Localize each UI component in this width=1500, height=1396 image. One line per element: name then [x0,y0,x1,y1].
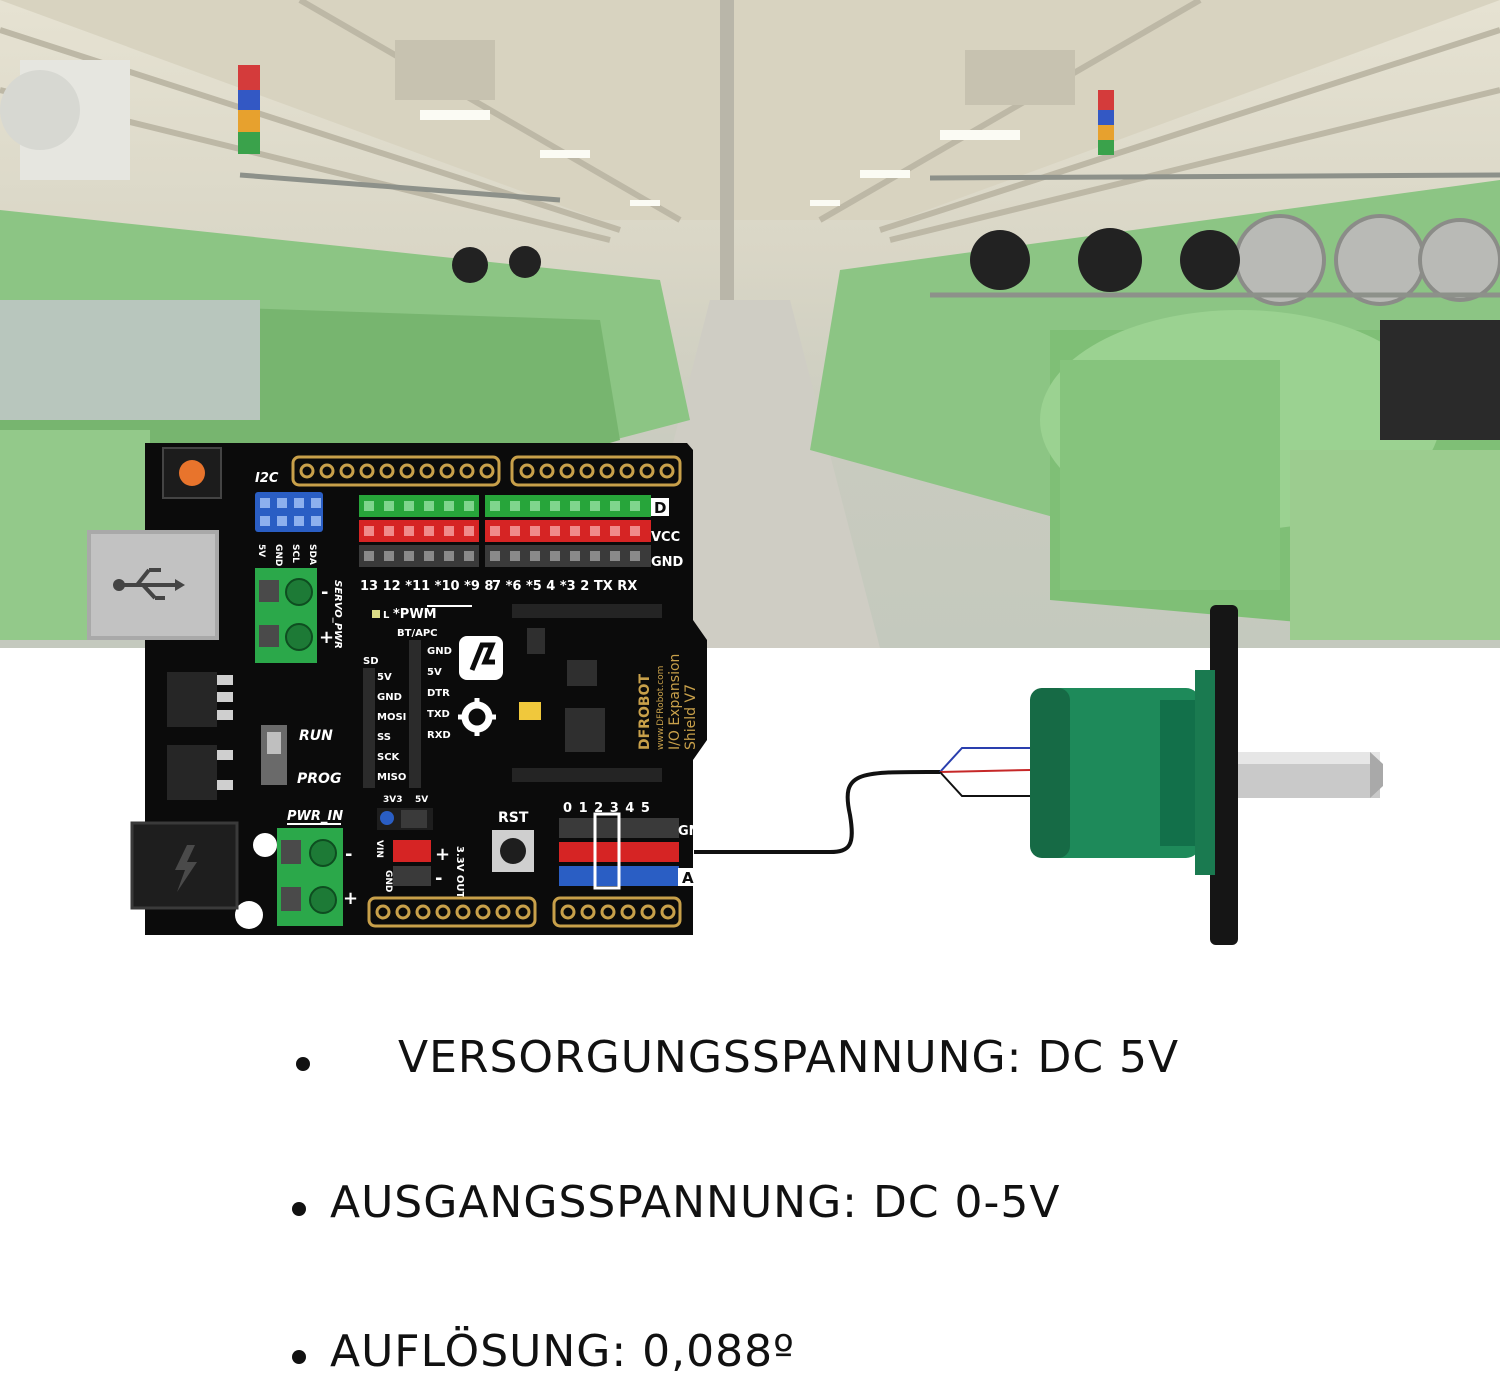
bullet-icon [292,1202,306,1216]
sd-pin-gnd: GND [377,692,402,703]
label-pwr-in: PWR_IN [287,809,343,824]
sd-pin-ss: SS [377,732,391,743]
spec-list: VERSORGUNGSSPANNUNG: DC 5V AUSGANGSSPANN… [0,990,1500,1382]
rst-button[interactable] [492,830,534,872]
label-vcc: VCC [651,530,680,545]
analog-pin-labels: 0 1 2 3 4 5 [563,801,650,816]
label-3v3: 3V3 [383,795,403,805]
bt-pin-rxd: RXD [427,730,451,741]
servo-terminal[interactable] [255,568,317,663]
svg-text:-: - [345,844,352,865]
sd-pin-miso: MISO [377,772,406,783]
label-prog: PROG [297,771,341,787]
sd-pin-mosi: MOSI [377,712,406,723]
top-header-right [510,455,682,487]
spec-item-supply-voltage: VERSORGUNGSSPANNUNG: DC 5V [0,1020,1500,1100]
spec-text: AUFLÖSUNG: 0,088º [330,1326,795,1377]
usb-icon [121,568,175,600]
spec-item-resolution: AUFLÖSUNG: 0,088º [0,1316,1500,1396]
label-i2c: I2C [255,471,279,486]
label-3v3-out: 3.3V OUT [454,846,465,899]
analog-pin-2-highlight [593,812,621,890]
board-drawing: I2C 5V GND SCL SDA - + SERVO_PWR [87,443,711,935]
spec-item-output-voltage: AUSGANGSSPANNUNG: DC 0-5V [0,1165,1500,1245]
encoder-cable [694,769,941,854]
label-run: RUN [299,728,333,744]
label-sd: SD [363,656,379,667]
sd-pin-5v: 5V [377,672,392,683]
label-5v: 5V [415,795,428,805]
bottom-header-right [552,896,682,928]
i2c-pin-sda: SDA [307,544,317,565]
bullet-icon [296,1057,310,1071]
i2c-pin-scl: SCL [290,544,300,563]
label-servo-pwr: SERVO_PWR [332,580,343,649]
label-d: D [654,499,666,517]
brand-name: DFROBOT [637,674,653,750]
digital-header[interactable] [359,495,651,567]
label-bt-apc: BT/APC [397,628,438,639]
label-gnd-analog: GND [678,824,711,839]
bullet-icon [292,1350,306,1364]
svg-text:+: + [319,627,334,648]
label-rst: RST [498,810,529,826]
encoder-drawing [694,605,1383,945]
bt-pin-txd: TXD [427,709,450,720]
label-gnd: GND [651,555,684,570]
i2c-pin-gnd: GND [273,544,283,566]
io-expansion-shield: I2C 5V GND SCL SDA - + SERVO_PWR [87,440,727,940]
product-name-line1: I/O Expansion [667,654,683,750]
svg-text:+: + [343,888,358,909]
label-gnd-side: GND [383,870,393,892]
spec-text: AUSGANGSSPANNUNG: DC 0-5V [330,1177,1061,1228]
bottom-header-left [367,896,537,928]
bt-pin-5v: 5V [427,667,442,678]
gear-icon [458,698,496,736]
brand-url: www.DFRobot.com [656,666,666,750]
svg-text:+: + [435,844,450,865]
label-pwm: *PWM [393,607,437,622]
encoder-flange [1210,605,1238,945]
i2c-pin-5v: 5V [256,544,266,557]
digital-pin-labels-right: 7 *6 *5 4 *3 2 TX RX [492,579,637,594]
bt-pin-gnd: GND [427,646,452,657]
pwr-in-terminal[interactable] [277,828,343,926]
label-vin: VIN [374,840,384,858]
label-a: A [682,869,694,887]
i2c-header[interactable] [255,492,323,532]
digital-pin-labels-left: 13 12 *11 *10 *9 8 [360,579,493,594]
product-name-line2: Shield V7 [683,684,699,750]
rotary-encoder [690,600,1410,950]
label-l: L [383,610,390,621]
sd-pin-sck: SCK [377,752,401,763]
spec-text: VERSORGUNGSSPANNUNG: DC 5V [398,1032,1180,1083]
svg-text:-: - [321,582,328,603]
svg-text:-: - [435,868,442,889]
top-header-left [291,455,501,487]
bt-pin-dtr: DTR [427,688,450,699]
